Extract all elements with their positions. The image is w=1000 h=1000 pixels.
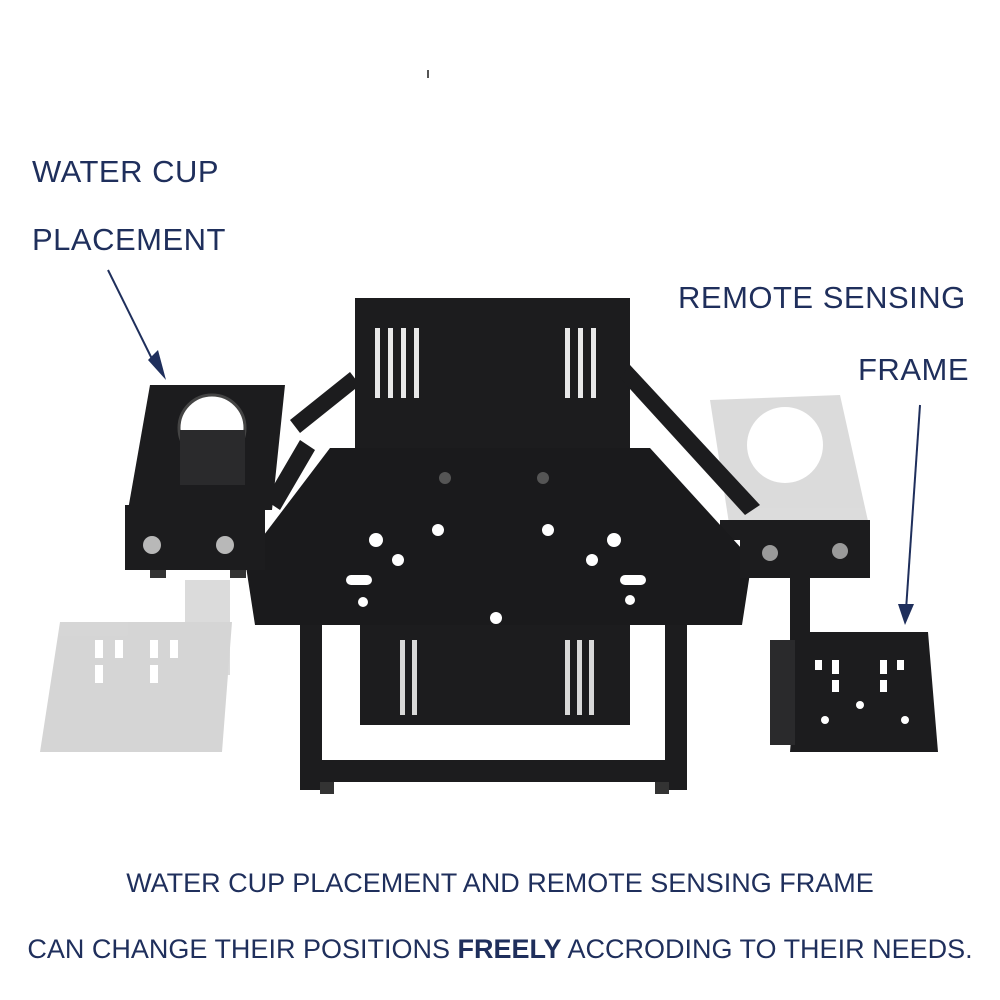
label-water-cup-line2: PLACEMENT: [32, 222, 226, 257]
wheel-mount-plate: [245, 448, 752, 625]
caption-emphasis: FREELY: [457, 934, 562, 964]
caption-line2-before: CAN CHANGE THEIR POSITIONS: [27, 934, 458, 964]
ghost-cup-holder-right: [710, 395, 870, 530]
lower-frame: [300, 600, 687, 794]
caption-line2-after: ACCRODING TO THEIR NEEDS.: [561, 934, 973, 964]
cup-holder-left: [125, 385, 285, 578]
label-remote-line2: FRAME: [858, 352, 969, 387]
speck: [427, 70, 429, 78]
rear-plate: [355, 298, 630, 448]
ghost-pedal-plate-left: [40, 580, 232, 752]
arrow-remote-frame: [898, 404, 921, 625]
arrow-water-cup: [107, 269, 166, 380]
label-water-cup-line1: WATER CUP: [32, 154, 220, 189]
pedal-plate-right: [770, 570, 938, 752]
right-bracket: [740, 530, 870, 578]
label-remote-line1: REMOTE SENSING: [678, 280, 966, 315]
caption-line2: CAN CHANGE THEIR POSITIONS FREELY ACCROD…: [0, 934, 1000, 965]
caption-line1: WATER CUP PLACEMENT AND REMOTE SENSING F…: [126, 868, 874, 898]
